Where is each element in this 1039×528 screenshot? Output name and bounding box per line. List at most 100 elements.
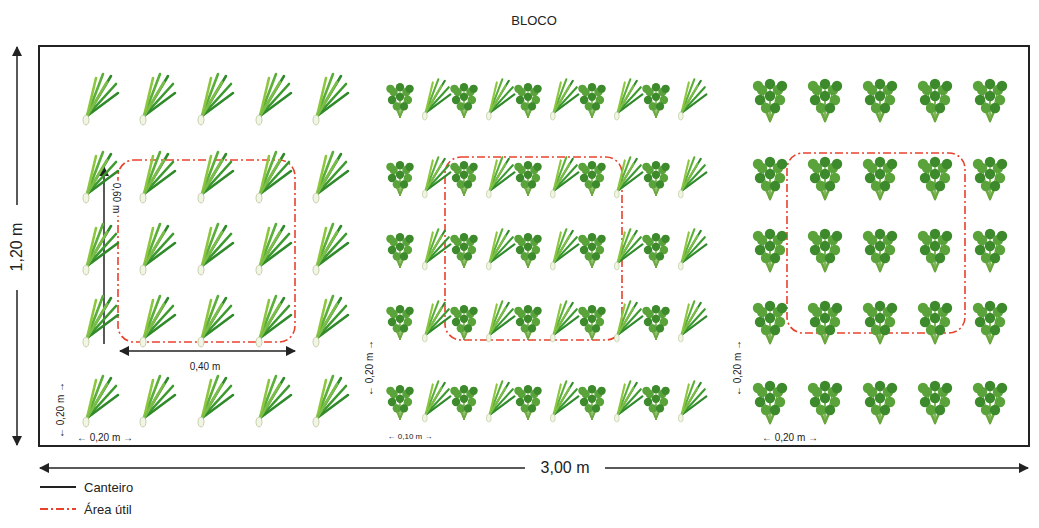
coriander-plant bbox=[973, 157, 1007, 200]
block-title: BLOCO bbox=[40, 13, 1028, 28]
coriander-plant bbox=[918, 301, 952, 344]
dimension-label: ← 0,20 m → bbox=[75, 432, 135, 443]
onion-plant bbox=[140, 376, 175, 427]
useful-area bbox=[118, 153, 965, 342]
legend-text: Área útil bbox=[84, 502, 132, 517]
coriander-plant bbox=[578, 385, 606, 420]
coriander-plant bbox=[642, 161, 670, 196]
onion-plant bbox=[614, 229, 642, 270]
onion-plant bbox=[140, 296, 175, 347]
coriander-plant bbox=[450, 233, 478, 268]
onion-plant bbox=[83, 296, 118, 347]
coriander-plant bbox=[918, 229, 952, 272]
onion-plant bbox=[313, 224, 348, 275]
coriander-plant bbox=[514, 161, 542, 196]
coriander-plant bbox=[753, 229, 787, 272]
coriander-plant bbox=[918, 157, 952, 200]
onion-plant bbox=[550, 301, 578, 342]
coriander-plant bbox=[753, 79, 787, 122]
onion-plant bbox=[83, 376, 118, 427]
onion-plant bbox=[140, 152, 175, 203]
coriander-plant bbox=[863, 301, 897, 344]
coriander-plant bbox=[578, 233, 606, 268]
onion-plant bbox=[422, 157, 450, 198]
coriander-plant bbox=[642, 83, 670, 118]
onion-plant bbox=[614, 381, 642, 422]
onion-plant bbox=[678, 301, 706, 342]
onion-plant bbox=[83, 74, 118, 125]
coriander-plant bbox=[863, 79, 897, 122]
coriander-plant bbox=[578, 83, 606, 118]
legend-text: Canteiro bbox=[84, 480, 133, 495]
legend: CanteiroÁrea útil bbox=[40, 476, 133, 520]
dimension-label: 0,40 m bbox=[188, 361, 223, 372]
onion-plant bbox=[422, 79, 450, 120]
onion-plant bbox=[614, 79, 642, 120]
coriander-plant bbox=[386, 385, 414, 420]
block-outline: BLOCO bbox=[38, 45, 1030, 447]
coriander-plant bbox=[918, 79, 952, 122]
dimension-label: ← 0,20 m → bbox=[732, 338, 743, 398]
onion-plant bbox=[550, 229, 578, 270]
coriander-plant bbox=[753, 301, 787, 344]
coriander-plant bbox=[386, 233, 414, 268]
onion-plant bbox=[614, 157, 642, 198]
onion-plant bbox=[678, 157, 706, 198]
onion-plant bbox=[313, 376, 348, 427]
plants bbox=[83, 74, 1007, 427]
coriander-plant bbox=[514, 233, 542, 268]
coriander-plant bbox=[808, 229, 842, 272]
onion-plant bbox=[198, 74, 233, 125]
onion-plant bbox=[614, 301, 642, 342]
coriander-plant bbox=[514, 83, 542, 118]
coriander-plant bbox=[808, 157, 842, 200]
onion-plant bbox=[256, 296, 291, 347]
onion-plant bbox=[486, 79, 514, 120]
onion-plant bbox=[550, 381, 578, 422]
onion-plant bbox=[140, 224, 175, 275]
dimension-label: ← 0,20 m → bbox=[760, 432, 820, 443]
onion-plant bbox=[486, 381, 514, 422]
coriander-plant bbox=[973, 381, 1007, 424]
coriander-plant bbox=[450, 83, 478, 118]
legend-sample bbox=[40, 482, 76, 492]
coriander-plant bbox=[514, 385, 542, 420]
legend-entry: Área útil bbox=[40, 498, 133, 520]
coriander-plant bbox=[973, 301, 1007, 344]
onion-plant bbox=[198, 224, 233, 275]
legend-sample bbox=[40, 504, 76, 514]
onion-plant bbox=[422, 301, 450, 342]
dimension-label: 0,60 m bbox=[111, 181, 122, 216]
onion-plant bbox=[256, 224, 291, 275]
coriander-plant bbox=[386, 83, 414, 118]
legend-entry: Canteiro bbox=[40, 476, 133, 498]
coriander-plant bbox=[863, 229, 897, 272]
onion-plant bbox=[550, 157, 578, 198]
onion-plant bbox=[550, 79, 578, 120]
coriander-plant bbox=[973, 79, 1007, 122]
onion-plant bbox=[198, 296, 233, 347]
coriander-plant bbox=[450, 161, 478, 196]
coriander-plant bbox=[642, 305, 670, 340]
dimension-label: ← 0,10 m → bbox=[386, 433, 435, 442]
onion-plant bbox=[256, 74, 291, 125]
dimension-label: ← 0,20 m → bbox=[364, 338, 375, 398]
dimension-label: 3,00 m bbox=[539, 459, 592, 477]
onion-plant bbox=[422, 381, 450, 422]
onion-plant bbox=[422, 229, 450, 270]
dimension-lines bbox=[17, 47, 1028, 468]
coriander-plant bbox=[642, 233, 670, 268]
coriander-plant bbox=[450, 305, 478, 340]
onion-plant bbox=[140, 74, 175, 125]
coriander-plant bbox=[386, 161, 414, 196]
onion-plant bbox=[678, 381, 706, 422]
onion-plant bbox=[256, 152, 291, 203]
coriander-plant bbox=[753, 381, 787, 424]
coriander-plant bbox=[578, 305, 606, 340]
coriander-plant bbox=[808, 301, 842, 344]
onion-plant bbox=[678, 229, 706, 270]
coriander-plant bbox=[808, 381, 842, 424]
coriander-plant bbox=[973, 229, 1007, 272]
coriander-plant bbox=[450, 385, 478, 420]
